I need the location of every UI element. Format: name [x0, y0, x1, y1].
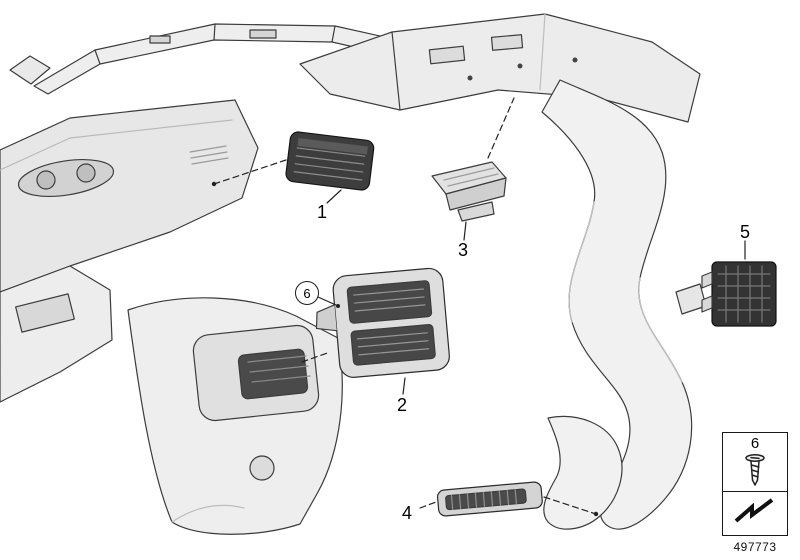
cowl-bracket-illustration: [9, 55, 51, 85]
part-1-grille-illustration: [285, 131, 375, 191]
clip-direction-icon: [734, 497, 774, 523]
dashboard-illustration: [0, 99, 259, 403]
cowl-panel-illustration: [299, 13, 701, 123]
part-2-center-vent-illustration: [315, 267, 450, 378]
screw-icon: [745, 453, 765, 486]
legend-number[interactable]: 6: [750, 435, 760, 452]
callout-4[interactable]: 4: [401, 503, 413, 523]
legend-box: 6: [722, 432, 788, 536]
callout-6-circle[interactable]: 6: [295, 281, 319, 305]
callout-5[interactable]: 5: [739, 222, 751, 242]
callout-1[interactable]: 1: [316, 202, 328, 222]
part-5-grille-illustration: [701, 261, 777, 327]
air-duct-illustration: [541, 79, 707, 530]
callout-2[interactable]: 2: [396, 395, 408, 415]
leader-lines: [211, 97, 746, 517]
legend-divider: [723, 490, 787, 492]
diagram-id-number: 497773: [733, 540, 777, 554]
part-4-vent-strip-illustration: [436, 481, 543, 517]
center-console-illustration: [127, 297, 343, 535]
part-3-vent-illustration: [431, 161, 507, 222]
callout-3[interactable]: 3: [457, 240, 469, 260]
